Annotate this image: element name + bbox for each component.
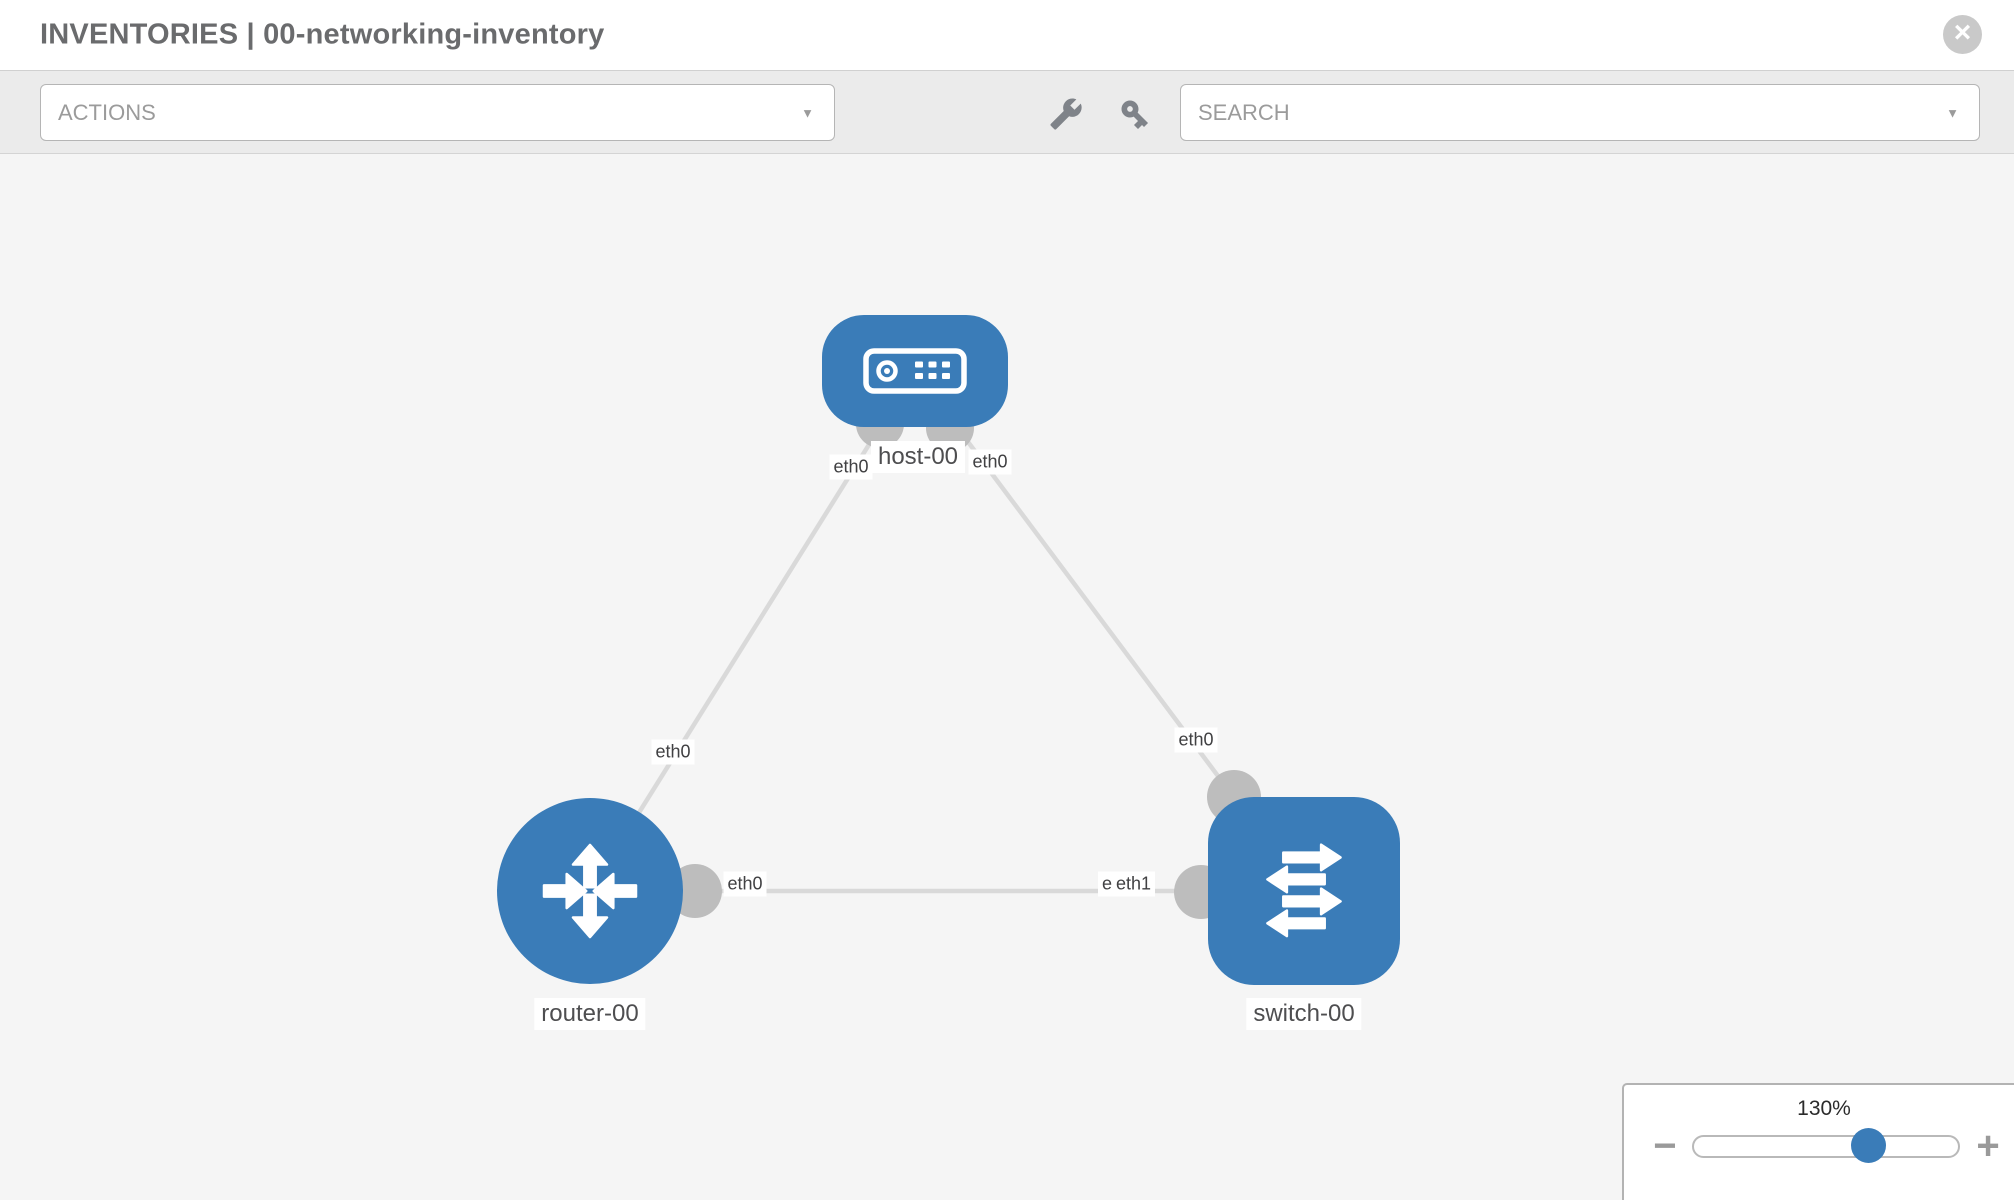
node-switch-00[interactable] xyxy=(1208,797,1400,985)
interface-label: eth0 xyxy=(723,871,767,897)
key-icon[interactable] xyxy=(1118,97,1152,131)
close-icon: × xyxy=(1953,16,1972,49)
host-icon xyxy=(863,348,967,394)
switch-icon xyxy=(1266,843,1342,938)
page-title: INVENTORIES | 00-networking-inventory xyxy=(40,18,605,51)
zoom-in-icon[interactable]: + xyxy=(1976,1124,2000,1168)
chevron-down-icon: ▼ xyxy=(1946,105,1959,120)
zoom-control-panel: 130% − + xyxy=(1622,1083,2014,1200)
node-label-switch: switch-00 xyxy=(1246,998,1362,1030)
interface-label: eth0 xyxy=(829,454,873,480)
search-dropdown[interactable]: SEARCH ▼ xyxy=(1180,84,1980,141)
actions-dropdown-label: ACTIONS xyxy=(58,99,156,125)
interface-label: eth0 xyxy=(1174,727,1218,753)
search-dropdown-label: SEARCH xyxy=(1198,99,1290,125)
node-host-00[interactable] xyxy=(822,315,1008,427)
router-icon xyxy=(542,843,638,939)
wrench-icon[interactable] xyxy=(1049,97,1083,131)
node-router-00[interactable] xyxy=(497,798,683,984)
node-label-host: host-00 xyxy=(870,441,966,473)
topology-canvas[interactable]: eth0 eth0 eth0 eth0 eth0 eth0 eth1 xyxy=(0,154,2014,1200)
interface-label: eth0 xyxy=(651,739,695,765)
links-layer xyxy=(588,369,1306,919)
zoom-slider-track[interactable] xyxy=(1692,1128,1960,1163)
zoom-level-value: 130% xyxy=(1797,1097,1851,1120)
zoom-out-icon[interactable]: − xyxy=(1653,1124,1677,1168)
interface-label: eth1 xyxy=(1112,871,1156,897)
toolbar: ACTIONS ▼ SEARCH ▼ xyxy=(0,70,2014,154)
actions-dropdown[interactable]: ACTIONS ▼ xyxy=(40,84,835,141)
close-button[interactable]: × xyxy=(1943,15,1982,54)
interface-label: eth0 xyxy=(968,449,1012,475)
zoom-slider-thumb[interactable] xyxy=(1851,1128,1886,1163)
chevron-down-icon: ▼ xyxy=(801,105,814,120)
node-label-router: router-00 xyxy=(534,998,646,1030)
panel-header: INVENTORIES | 00-networking-inventory × xyxy=(0,0,2014,70)
